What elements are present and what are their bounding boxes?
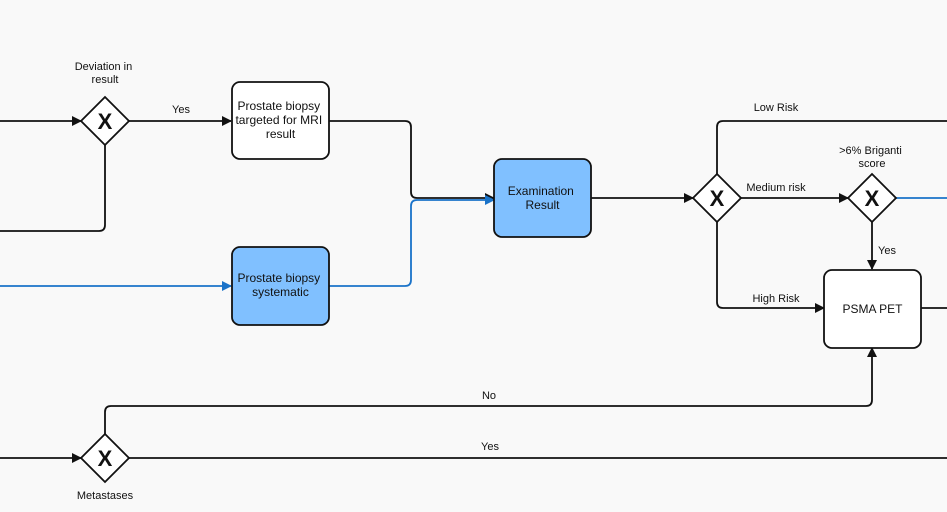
task-biopsy-mri[interactable]: Prostate biopsy targeted for MRI result (231, 81, 330, 160)
gateway-deviation-label-1: Deviation in (75, 61, 132, 73)
gateway-deviation-x-icon: X (98, 109, 113, 134)
gateway-deviation-label-2: result (92, 74, 119, 86)
gateway-briganti-label-2: score (859, 158, 886, 170)
svg-text:Examination Result: Examination Result (508, 184, 577, 212)
flow-label-metastases-no: No (482, 390, 496, 402)
task-examination-line-1: Examination (508, 184, 574, 198)
task-biopsy-mri-line-2: targeted for MRI (235, 113, 322, 127)
gateway-metastases-label: Metastases (77, 490, 134, 502)
task-psma-line-1: PSMA PET (842, 302, 903, 316)
task-biopsy-systematic[interactable]: Prostate biopsy systematic (231, 246, 330, 326)
flow-high-risk (716, 222, 825, 313)
flow-label-high-risk: High Risk (752, 293, 800, 305)
gateway-risk[interactable]: X (691, 172, 743, 224)
task-examination-line-2: Result (525, 198, 560, 212)
flow-metastases-no-to-psma (104, 347, 877, 434)
task-psma-pet[interactable]: PSMA PET (823, 269, 922, 349)
svg-text:Prostate biopsy targeted: Prostate biopsy targeted for MRI result (235, 99, 325, 141)
gateway-metastases[interactable]: X (79, 432, 131, 484)
svg-text:Deviation in result: Deviation in result (75, 61, 136, 86)
gateway-deviation[interactable]: X (79, 95, 131, 147)
flow-low-risk (716, 120, 947, 174)
svg-text:PSMA PET: PSMA PET (842, 302, 903, 316)
gateway-briganti[interactable]: X (846, 172, 898, 224)
flow-mri-biopsy-to-examination (329, 120, 495, 203)
task-biopsy-mri-line-3: result (266, 127, 296, 141)
flow-label-briganti-yes: Yes (878, 245, 896, 257)
task-biopsy-mri-line-1: Prostate biopsy (237, 99, 320, 113)
task-examination-result[interactable]: Examination Result (493, 158, 592, 238)
flow-label-low-risk: Low Risk (754, 102, 799, 114)
flow-label-yes-mri: Yes (172, 104, 190, 116)
flow-systematic-biopsy-to-examination (329, 195, 495, 287)
task-biopsy-systematic-line-1: Prostate biopsy (237, 271, 320, 285)
task-biopsy-systematic-line-2: systematic (252, 285, 309, 299)
gateway-risk-x-icon: X (710, 186, 725, 211)
flow-label-medium-risk: Medium risk (746, 182, 806, 194)
gateway-metastases-x-icon: X (98, 446, 113, 471)
flow-label-metastases-yes: Yes (481, 441, 499, 453)
svg-text:>6% Briganti score: >6% Briganti score (839, 145, 905, 170)
svg-text:Prostate biopsy systemat: Prostate biopsy systematic (237, 271, 323, 299)
gateway-briganti-label-1: >6% Briganti (839, 145, 902, 157)
flow-deviation-bottom-return (0, 145, 106, 232)
gateway-briganti-x-icon: X (865, 186, 880, 211)
